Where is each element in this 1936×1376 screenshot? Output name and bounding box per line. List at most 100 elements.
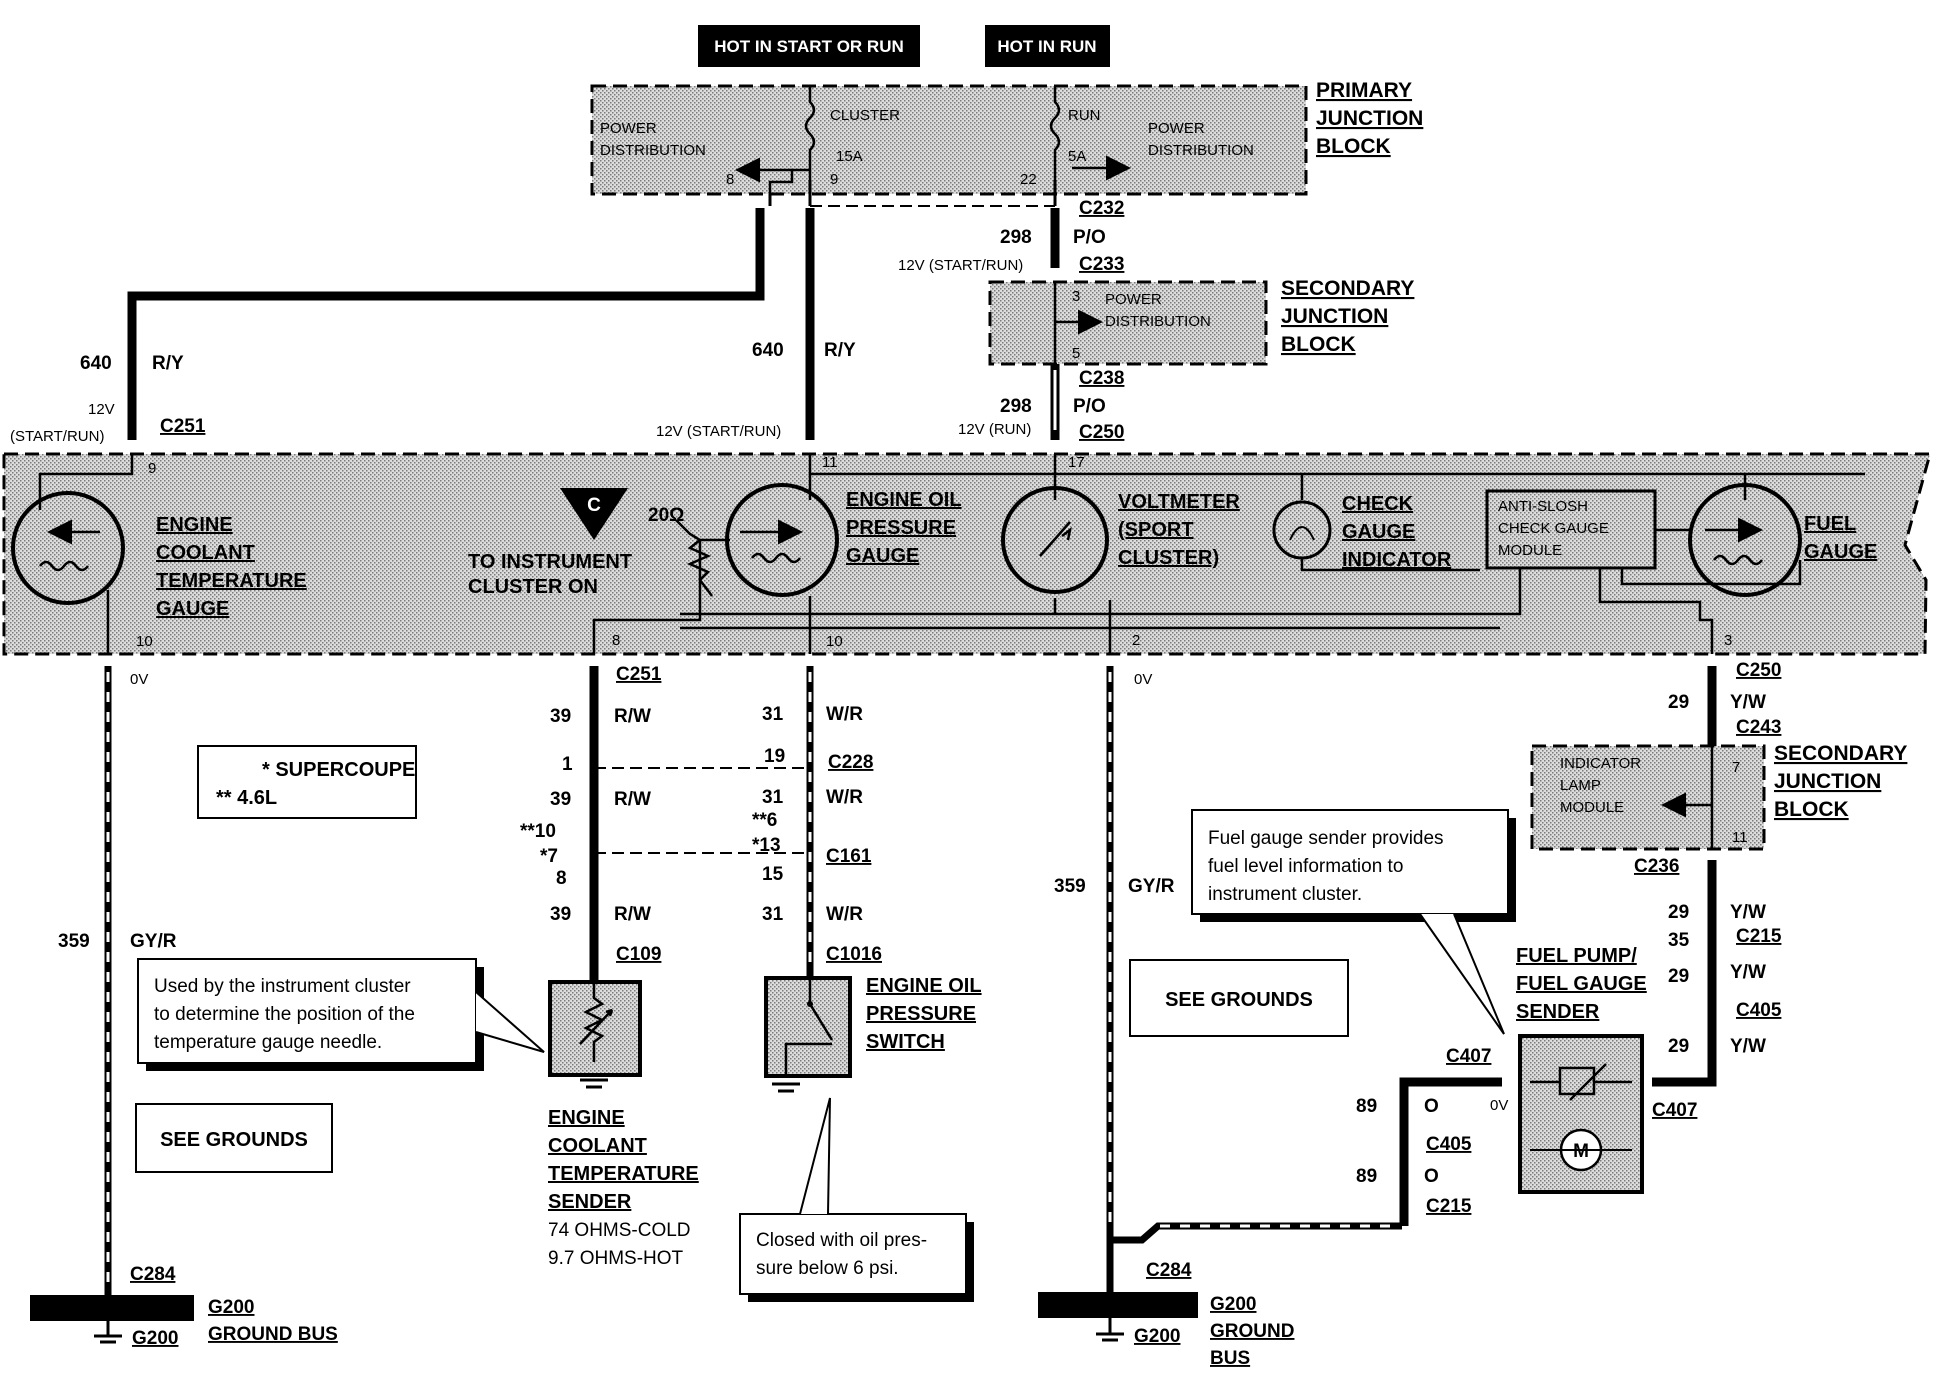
fuel-note-pointer	[1419, 913, 1505, 1035]
w35-label: 35	[1668, 930, 1690, 951]
c236-label: C236	[1634, 856, 1679, 877]
check-gauge-wire	[1300, 558, 1480, 572]
voltmeter-symbol	[1001, 486, 1109, 594]
w359a-label: 359	[58, 931, 90, 952]
secondary-junction-block-2	[1530, 744, 1766, 851]
c284-left-label: C284	[130, 1264, 176, 1285]
fuel-note-line-1: Fuel gauge sender provides	[1208, 828, 1444, 849]
antislosh-label-3: MODULE	[1498, 542, 1562, 559]
to-instrument-label-2: CLUSTER ON	[468, 576, 598, 598]
pjb-power-dist-1: POWER	[600, 120, 657, 137]
pin7s-label: *7	[540, 846, 558, 867]
yw-b-label: Y/W	[1730, 902, 1766, 923]
oil-switch-pivot	[807, 1001, 813, 1007]
cluster-wire-left	[38, 454, 134, 510]
ect-note-line-2: to determine the position of the	[154, 1004, 415, 1025]
pin6-label: **6	[752, 810, 777, 831]
c238-label: C238	[1079, 368, 1124, 389]
hot-run-box	[985, 25, 1110, 67]
see-grounds-mid-label: SEE GROUNDS	[1165, 989, 1313, 1011]
see-grounds-mid-box	[1129, 959, 1349, 1037]
yw-a-label: Y/W	[1730, 692, 1766, 713]
ry-b-label: R/Y	[824, 340, 856, 361]
legend-line-2: ** 4.6L	[216, 787, 277, 809]
sjb1-pin-3: 3	[1072, 288, 1080, 305]
bus-right-label: BUS	[1210, 1348, 1250, 1369]
cluster-pin-8: 8	[612, 632, 620, 649]
c407-l-label: C407	[1446, 1046, 1491, 1067]
sjb1-title-1: SECONDARY	[1281, 277, 1414, 300]
ect-sender-title-3: TEMPERATURE	[548, 1163, 699, 1185]
start-run-a-label: (START/RUN)	[10, 428, 104, 445]
pin1-label: 1	[562, 754, 573, 775]
ect-note-line-3: temperature gauge needle.	[154, 1032, 382, 1053]
ect-sender-title-1: ENGINE	[548, 1107, 625, 1129]
ect-sender-title-2: COOLANT	[548, 1135, 647, 1157]
c233-label: C233	[1079, 254, 1124, 275]
ect-gauge-coil	[39, 560, 89, 572]
sjb1-power-dist-1: POWER	[1105, 291, 1162, 308]
to-instrument-label-1: TO INSTRUMENT	[468, 551, 632, 573]
v12-a-label: 12V	[88, 401, 115, 418]
po-a-label: P/O	[1073, 227, 1106, 248]
w29c-label: 29	[1668, 966, 1689, 987]
sjb1-pin-5: 5	[1072, 345, 1080, 362]
pjb-title-2: JUNCTION	[1316, 107, 1423, 130]
secondary-junction-block-1	[988, 280, 1268, 366]
cluster-wire-fuel-bottom	[1598, 568, 1714, 654]
pjb-pin-22: 22	[1020, 171, 1037, 188]
fuel-gauge-symbol	[1688, 483, 1802, 597]
ect-gauge-label-1: ENGINE	[156, 514, 233, 536]
v12-c-label: 12V (START/RUN)	[898, 257, 1023, 274]
fuel-pump-title-1: FUEL PUMP/	[1516, 945, 1637, 967]
ect-gauge-label-4: GAUGE	[156, 598, 229, 620]
w31a-label: 31	[762, 704, 784, 725]
ect-note-box	[137, 958, 477, 1064]
fuel-note-line-3: instrument cluster.	[1208, 884, 1362, 905]
check-gauge-label-1: CHECK	[1342, 493, 1414, 515]
pin8-label: 8	[556, 868, 567, 889]
c407-r-label: C407	[1652, 1100, 1697, 1121]
ov-mid-label: 0V	[1134, 671, 1152, 688]
check-gauge-label-3: INDICATOR	[1342, 549, 1452, 571]
ect-sender-spec-2: 9.7 OHMS-HOT	[548, 1248, 684, 1269]
cluster-pin-10b: 10	[826, 633, 843, 650]
hot-start-run-box	[698, 25, 920, 67]
pin15-label: 15	[762, 864, 784, 885]
w29d-label: 29	[1668, 1036, 1689, 1057]
pjb-pin-9: 9	[830, 171, 838, 188]
pjb-title-3: BLOCK	[1316, 135, 1391, 158]
fuel-gauge-label-2: GAUGE	[1804, 541, 1877, 563]
ect-note-pointer	[475, 991, 545, 1053]
c228-label: C228	[828, 752, 873, 773]
sjb2-title-1: SECONDARY	[1774, 742, 1907, 765]
ect-gauge-label-3: TEMPERATURE	[156, 570, 307, 592]
see-grounds-left-box	[135, 1103, 333, 1173]
rw-a-label: R/W	[614, 706, 651, 727]
cluster-pin-2: 2	[1132, 632, 1140, 649]
wr-a-label: W/R	[826, 704, 863, 725]
voltmeter-needle	[1039, 521, 1072, 557]
oil-note-pointer	[799, 1097, 831, 1215]
sjb1-title-3: BLOCK	[1281, 333, 1356, 356]
wire-29-to-sender	[1652, 1077, 1717, 1087]
voltmeter-label-3: CLUSTER)	[1118, 547, 1219, 569]
c243-label: C243	[1736, 717, 1781, 738]
c405-r-label: C405	[1736, 1000, 1782, 1021]
pin13-label: *13	[752, 835, 781, 856]
gyr-b-label: GY/R	[1128, 876, 1175, 897]
c215-r-label: C215	[1736, 926, 1782, 947]
ground-bus-left	[30, 1295, 194, 1321]
pjb-cluster-fuse-1: CLUSTER	[830, 107, 900, 124]
w89b-label: 89	[1356, 1166, 1377, 1187]
oil-switch-title-1: ENGINE OIL	[866, 975, 982, 997]
pjb-power-dist-4: DISTRIBUTION	[1148, 142, 1254, 159]
w39a-label: 39	[550, 706, 571, 727]
w39c-label: 39	[550, 904, 571, 925]
sjb2-title-2: JUNCTION	[1774, 770, 1881, 793]
wr-c-label: W/R	[826, 904, 863, 925]
sjb1-title-2: JUNCTION	[1281, 305, 1388, 328]
c405-l-label: C405	[1426, 1134, 1472, 1155]
pjb-title-1: PRIMARY	[1316, 79, 1412, 102]
w298b-label: 298	[1000, 396, 1032, 417]
